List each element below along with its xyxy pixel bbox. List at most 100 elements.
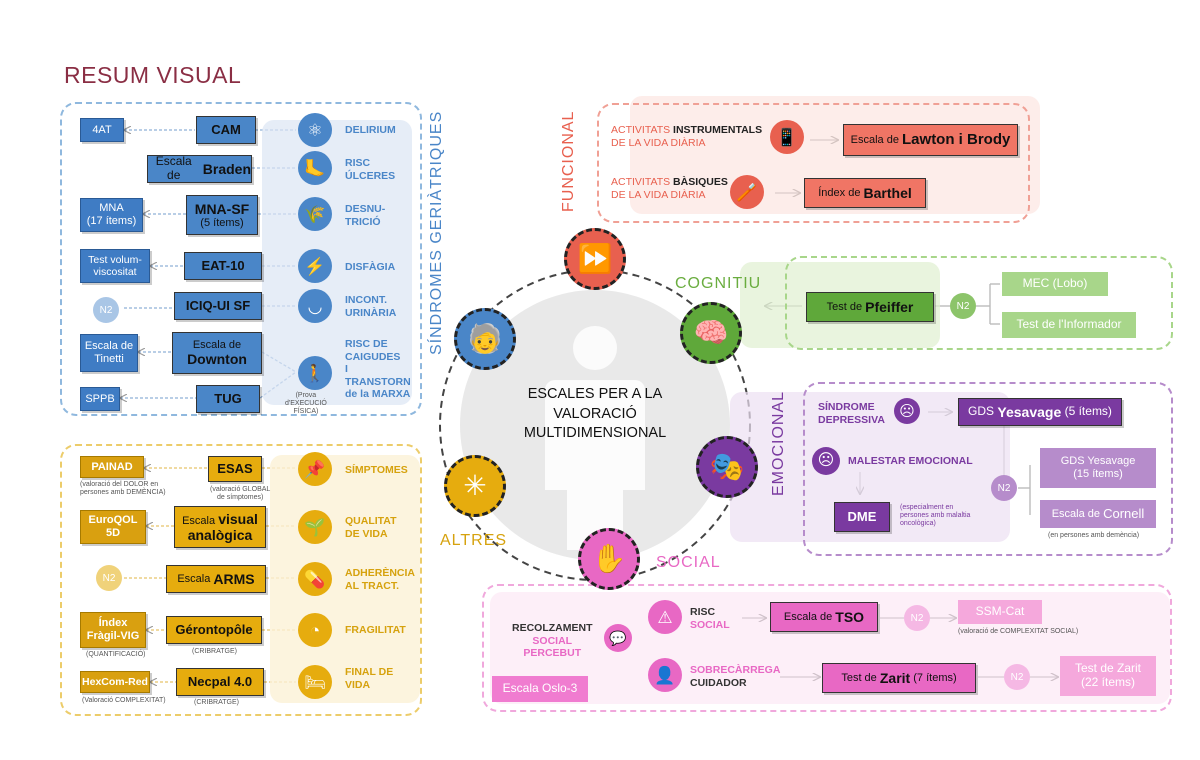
label-desnu: DESNU- [345, 203, 386, 215]
box-test-volum: Test volum-viscositat [80, 249, 150, 283]
box-eva-pre: Escala [182, 514, 216, 527]
box-euroqol-l1: EuroQOL [88, 514, 138, 527]
box-zarit22-l1: Test de Zarit [1074, 661, 1142, 676]
lightning-icon: ⚡ [298, 249, 332, 283]
social-panel [482, 584, 1172, 712]
emocional-panel [803, 382, 1173, 556]
label-qualitat-l1: QUALITAT [345, 515, 397, 527]
box-informador: Test de l'Informador [1002, 312, 1136, 338]
box-downton-l2: Downton [187, 351, 247, 368]
note-painad-l2: persones amb DEMÈNCIA) [80, 489, 166, 497]
geriatric-panel [60, 102, 422, 416]
box-gds5-post: (5 ítems) [1064, 404, 1112, 419]
label-delirium: DELIRIUM [345, 124, 396, 136]
box-zarit22: Test de Zarit(22 ítems) [1060, 656, 1156, 696]
box-lawton-pre: Escala de [850, 133, 899, 146]
box-fragil-vig-l2: Fràgil-VIG [86, 630, 140, 642]
box-mna-l2: (17 ítems) [86, 215, 137, 227]
label-recol-l1: RECOLZAMENT [512, 622, 593, 634]
box-pfeiffer-main: Pfeiffer [865, 298, 914, 315]
n2-badge-incont: N2 [93, 297, 119, 323]
box-mna-sf-l1: MNA-SF [194, 200, 250, 217]
note-esas-l2: de símptomes) [217, 494, 264, 502]
note-cribratge-1: (CRIBRATGE) [192, 648, 237, 655]
note-complexitat: (Valoració COMPLEXITAT) [82, 697, 166, 704]
box-eat10: EAT-10 [184, 252, 262, 280]
box-mna-sf: MNA-SF(5 ítems) [186, 195, 258, 235]
box-mna-l1: MNA [99, 202, 124, 215]
label-adherencia-l2: AL TRACT. [345, 579, 400, 592]
label-incont: INCONT.URINÀRIA [345, 294, 396, 319]
geriatric-wash [262, 120, 412, 405]
page-title: RESUM VISUAL [64, 62, 242, 88]
chat-person-icon: 💬 [604, 624, 632, 652]
box-gds15: GDS Yesavage(15 ítems) [1040, 448, 1156, 488]
note-ssm: (valoració de COMPLEXITAT SOCIAL) [958, 628, 1079, 635]
label-simptomes: SÍMPTOMES [345, 464, 408, 476]
box-arms-main: ARMS [213, 570, 255, 587]
label-abvd-c: DE LA VIDA DIÀRIA [611, 188, 706, 201]
box-gds15-b: Yesavage [1087, 455, 1136, 468]
geriatric-label: SÍNDROMES GERIÀTRIQUES [428, 110, 445, 355]
label-caigudes-l5: de la MARXA [345, 388, 411, 401]
warning-icon: ⚠ [648, 600, 682, 634]
box-tinetti-l2: Tinetti [94, 353, 124, 365]
box-barthel-pre: Índex de [818, 186, 861, 199]
label-aivd-a: ACTIVITATS [611, 124, 671, 136]
label-abvd-b: BÀSIQUES [673, 176, 728, 188]
bed-icon: 🛏 [298, 665, 332, 699]
n2-badge-cognitiu: N2 [950, 293, 976, 319]
label-sob-l1: SOBRECÀRREGA [690, 664, 781, 676]
box-lawton: Escala de Lawton i Brody [843, 124, 1018, 156]
altres-label: ALTRES [440, 532, 508, 549]
box-oslo: Escala Oslo-3 [492, 676, 588, 702]
label-disfagia: DISFÀGIA [345, 261, 396, 273]
label-incont-l1: INCONT. [345, 294, 387, 306]
box-pfeiffer: Test de Pfeiffer [806, 292, 934, 322]
label-risc-social-l2: SOCIAL [690, 618, 730, 631]
cognitiu-panel [785, 256, 1173, 350]
box-arms: Escala ARMS [166, 565, 266, 593]
toothbrush-icon: 🪥 [730, 175, 764, 209]
label-caigudes-l3: I [345, 363, 348, 376]
center-title-l1: ESCALES PER A LA [527, 386, 663, 402]
n2-badge-zarit: N2 [1004, 664, 1030, 690]
label-recol-l3: PERCEBUT [523, 647, 582, 660]
label-ulceres: ÚLCERES [345, 169, 396, 182]
foot-icon: 🦶 [298, 151, 332, 185]
box-zarit22-l2: (22 ítems) [1080, 675, 1135, 689]
box-euroqol-l2: 5D [105, 527, 121, 539]
gauge-icon: ◔ [298, 613, 332, 647]
label-sob-l2: CUIDADOR [690, 676, 747, 689]
n2-badge-adherencia: N2 [96, 565, 122, 591]
label-malestar: MALESTAR EMOCIONAL [848, 455, 973, 467]
label-caigudes-l2: CAIGUDES [345, 350, 401, 363]
n2-badge-tso: N2 [904, 605, 930, 631]
box-zarit7: Test de Zarit (7 ítems) [822, 663, 976, 693]
label-adherencia-l1: ADHERÈNCIA [345, 567, 416, 579]
center-title: ESCALES PER A LA VALORACIÓ MULTIDIMENSIO… [510, 385, 680, 444]
box-gds15-c: (15 ítems) [1073, 468, 1123, 480]
diaper-icon: ◡ [298, 289, 332, 323]
box-zarit7-post: (7 ítems) [913, 671, 957, 684]
theater-masks-icon: 🎭 [696, 436, 758, 498]
box-mna-sf-l2: (5 ítems) [200, 216, 244, 229]
box-test-volum-l2: viscositat [93, 266, 137, 278]
box-fragil-vig-l1: Índex [98, 617, 128, 630]
brain-head-icon: 🧠 [680, 302, 742, 364]
box-gds5-main: Yesavage [997, 403, 1062, 420]
sad-face-icon: ☹ [894, 398, 920, 424]
box-cam: CAM [196, 116, 256, 144]
box-eva-visual: visual [218, 510, 258, 527]
